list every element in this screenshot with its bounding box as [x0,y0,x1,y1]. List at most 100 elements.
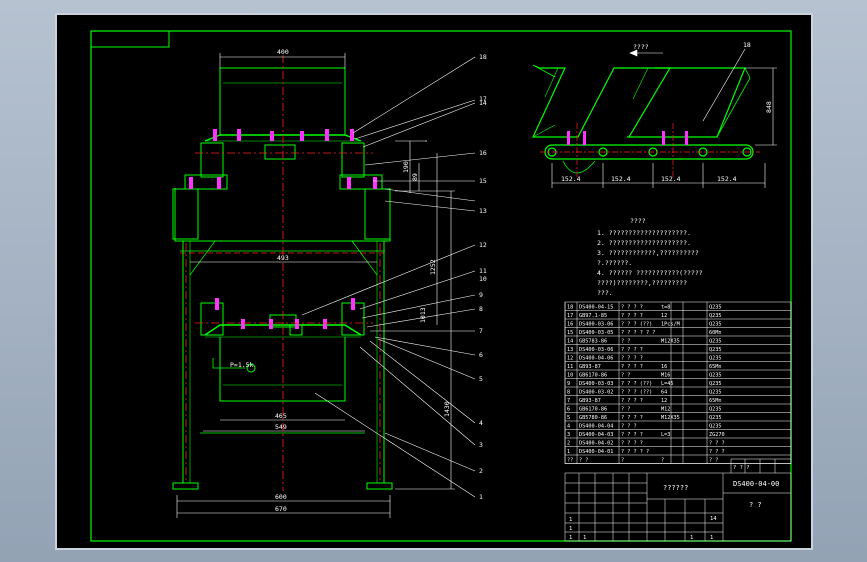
parts-cell-mat: Q235 [709,356,722,362]
parts-cell-mat: Q235 [709,415,722,421]
callout-5: 5 [479,375,483,383]
parts-cell-no: 16 [567,322,573,328]
parts-cell-mat: Q235 [709,347,722,353]
right-view-centrelines [540,123,760,178]
parts-cell-no: 17 [567,313,573,319]
parts-cell-no: 1 [567,449,570,455]
title-block: ?????? DS400-04-00 ? ? ? ? ? 1 1 1 1 14 … [564,458,792,542]
parts-cell-name: ? ? [621,407,630,413]
parts-cell-mat: Q235 [709,390,722,396]
parts-cell-code: DS400-04-02 [579,441,613,447]
parts-cell-name: ? [621,458,624,464]
right-view-texts: ???? 18 152.4 152.4 152.4 152.4 848 [561,41,773,183]
cad-drawing: 400 493 465 549 600 670 P=1.5k 190 89 12… [90,30,792,542]
parts-cell-no: ?? [567,458,573,464]
parts-cell-qty: M12X35 [661,415,680,421]
drawing-viewport[interactable]: 400 493 465 549 600 670 P=1.5k 190 89 12… [55,13,813,550]
callout-17: 17 [479,95,487,103]
parts-cell-mat: 65Mn [709,398,722,404]
parts-cell-mat: ? ? ? [709,449,725,455]
parts-cell-code: DS400-03-06 [579,347,613,353]
parts-cell-qty: t=8 [661,305,670,311]
parts-cell-name: ? ? ? ? [621,441,643,447]
dim-note-label: P=1.5k [230,361,254,369]
tb-cell-5: 14 [710,516,717,522]
parts-cell-name: ? ? ? [621,424,637,430]
dim-h-small2: 89 [411,173,419,181]
parts-cell-qty: L=3 [661,432,670,438]
dimension-texts: 400 493 465 549 600 670 P=1.5k 190 89 12… [230,48,451,513]
parts-cell-mat: ? ? ? [709,441,725,447]
parts-cell-no: 7 [567,398,570,404]
right-view-dims [551,48,777,188]
notes-title: ???? [630,217,646,225]
callout-8: 8 [479,305,483,313]
callout-3: 3 [479,441,483,449]
parts-cell-name: ? ? ? ? [621,364,643,370]
tb-cell-7: 1 [690,535,693,541]
parts-cell-mat: Q235 [709,339,722,345]
parts-cell-qty: L=45 [661,381,674,387]
parts-cell-mat: Q235 [709,373,722,379]
dim-top-width: 400 [277,48,289,56]
callout-16: 16 [479,149,487,157]
tb-cell-3: 1 [569,535,572,541]
title-small-row: ? ? ? [733,465,750,471]
pitch-2: 152.4 [611,175,631,183]
parts-cell-mat: Q235 [709,322,722,328]
note-line: 3. ????????????,?????????? [597,249,699,257]
parts-cell-name: ? ? ? ? ? [621,449,649,455]
parts-cell-name: ? ? ? ? [621,305,643,311]
parts-cell-code: DS400-04-15 [579,305,613,311]
tb-cell-4: 1 [583,535,586,541]
dim-overall-width: 670 [275,505,287,513]
parts-cell-code: DS400-03-05 [579,330,613,336]
parts-cell-no: 6 [567,407,570,413]
callout-18: 18 [479,53,487,61]
right-height: 848 [765,101,773,113]
parts-cell-code: GB6170-86 [579,373,607,379]
parts-cell-no: 18 [567,305,573,311]
callout-13: 13 [479,207,487,215]
parts-cell-qty: M16 [661,373,670,379]
parts-cell-no: 3 [567,432,570,438]
parts-cell-name: ? ? ? ? [621,398,643,404]
parts-cell-mat: Q235 [709,407,722,413]
dimension-lines [176,53,455,518]
callout-11: 11 [479,267,487,275]
parts-cell-code: DS400-04-06 [579,356,613,362]
parts-cell-no: 13 [567,347,573,353]
parts-cell-mat: ZG270 [709,432,725,438]
parts-cell-no: 10 [567,373,573,379]
parts-cell-code: DS400-03-03 [579,381,613,387]
tb-cell-2: 1 [569,526,572,532]
right-view-marks [567,131,688,145]
parts-cell-name: ? ? ? (??) [621,381,652,387]
parts-cell-code: DS400-04-01 [579,449,613,455]
sheet-corner-box [90,30,170,48]
parts-cell-no: 4 [567,424,570,430]
callout-4: 4 [479,419,483,427]
callout-9: 9 [479,291,483,299]
parts-cell-name: ? ? ? ? [621,347,643,353]
pitch-3: 152.4 [661,175,681,183]
parts-cell-mat: 60Mn [709,330,722,336]
drawing-number: DS400-04-00 [733,480,779,488]
dim-height-mid: 1252 [429,259,437,275]
parts-cell-name: ? ? ? ? [621,432,643,438]
note-line: 2. ????????????????????. [597,239,691,247]
parts-cell-code: GB97.1-85 [579,313,607,319]
callout-15: 15 [479,177,487,185]
right-side-view [532,64,754,174]
callout-12: 12 [479,241,487,249]
parts-cell-code: DS400-04-03 [579,432,613,438]
parts-cell-no: 14 [567,339,573,345]
parts-cell-qty: ? [661,458,664,464]
callout-1: 1 [479,493,483,501]
callout-10: 10 [479,275,487,283]
parts-cell-code: DS400-04-04 [579,424,613,430]
callout-7: 7 [479,327,483,335]
tb-cell-6: 1 [710,535,713,541]
bolt-markers [189,129,377,329]
dim-lower-width-b: 549 [275,423,287,431]
